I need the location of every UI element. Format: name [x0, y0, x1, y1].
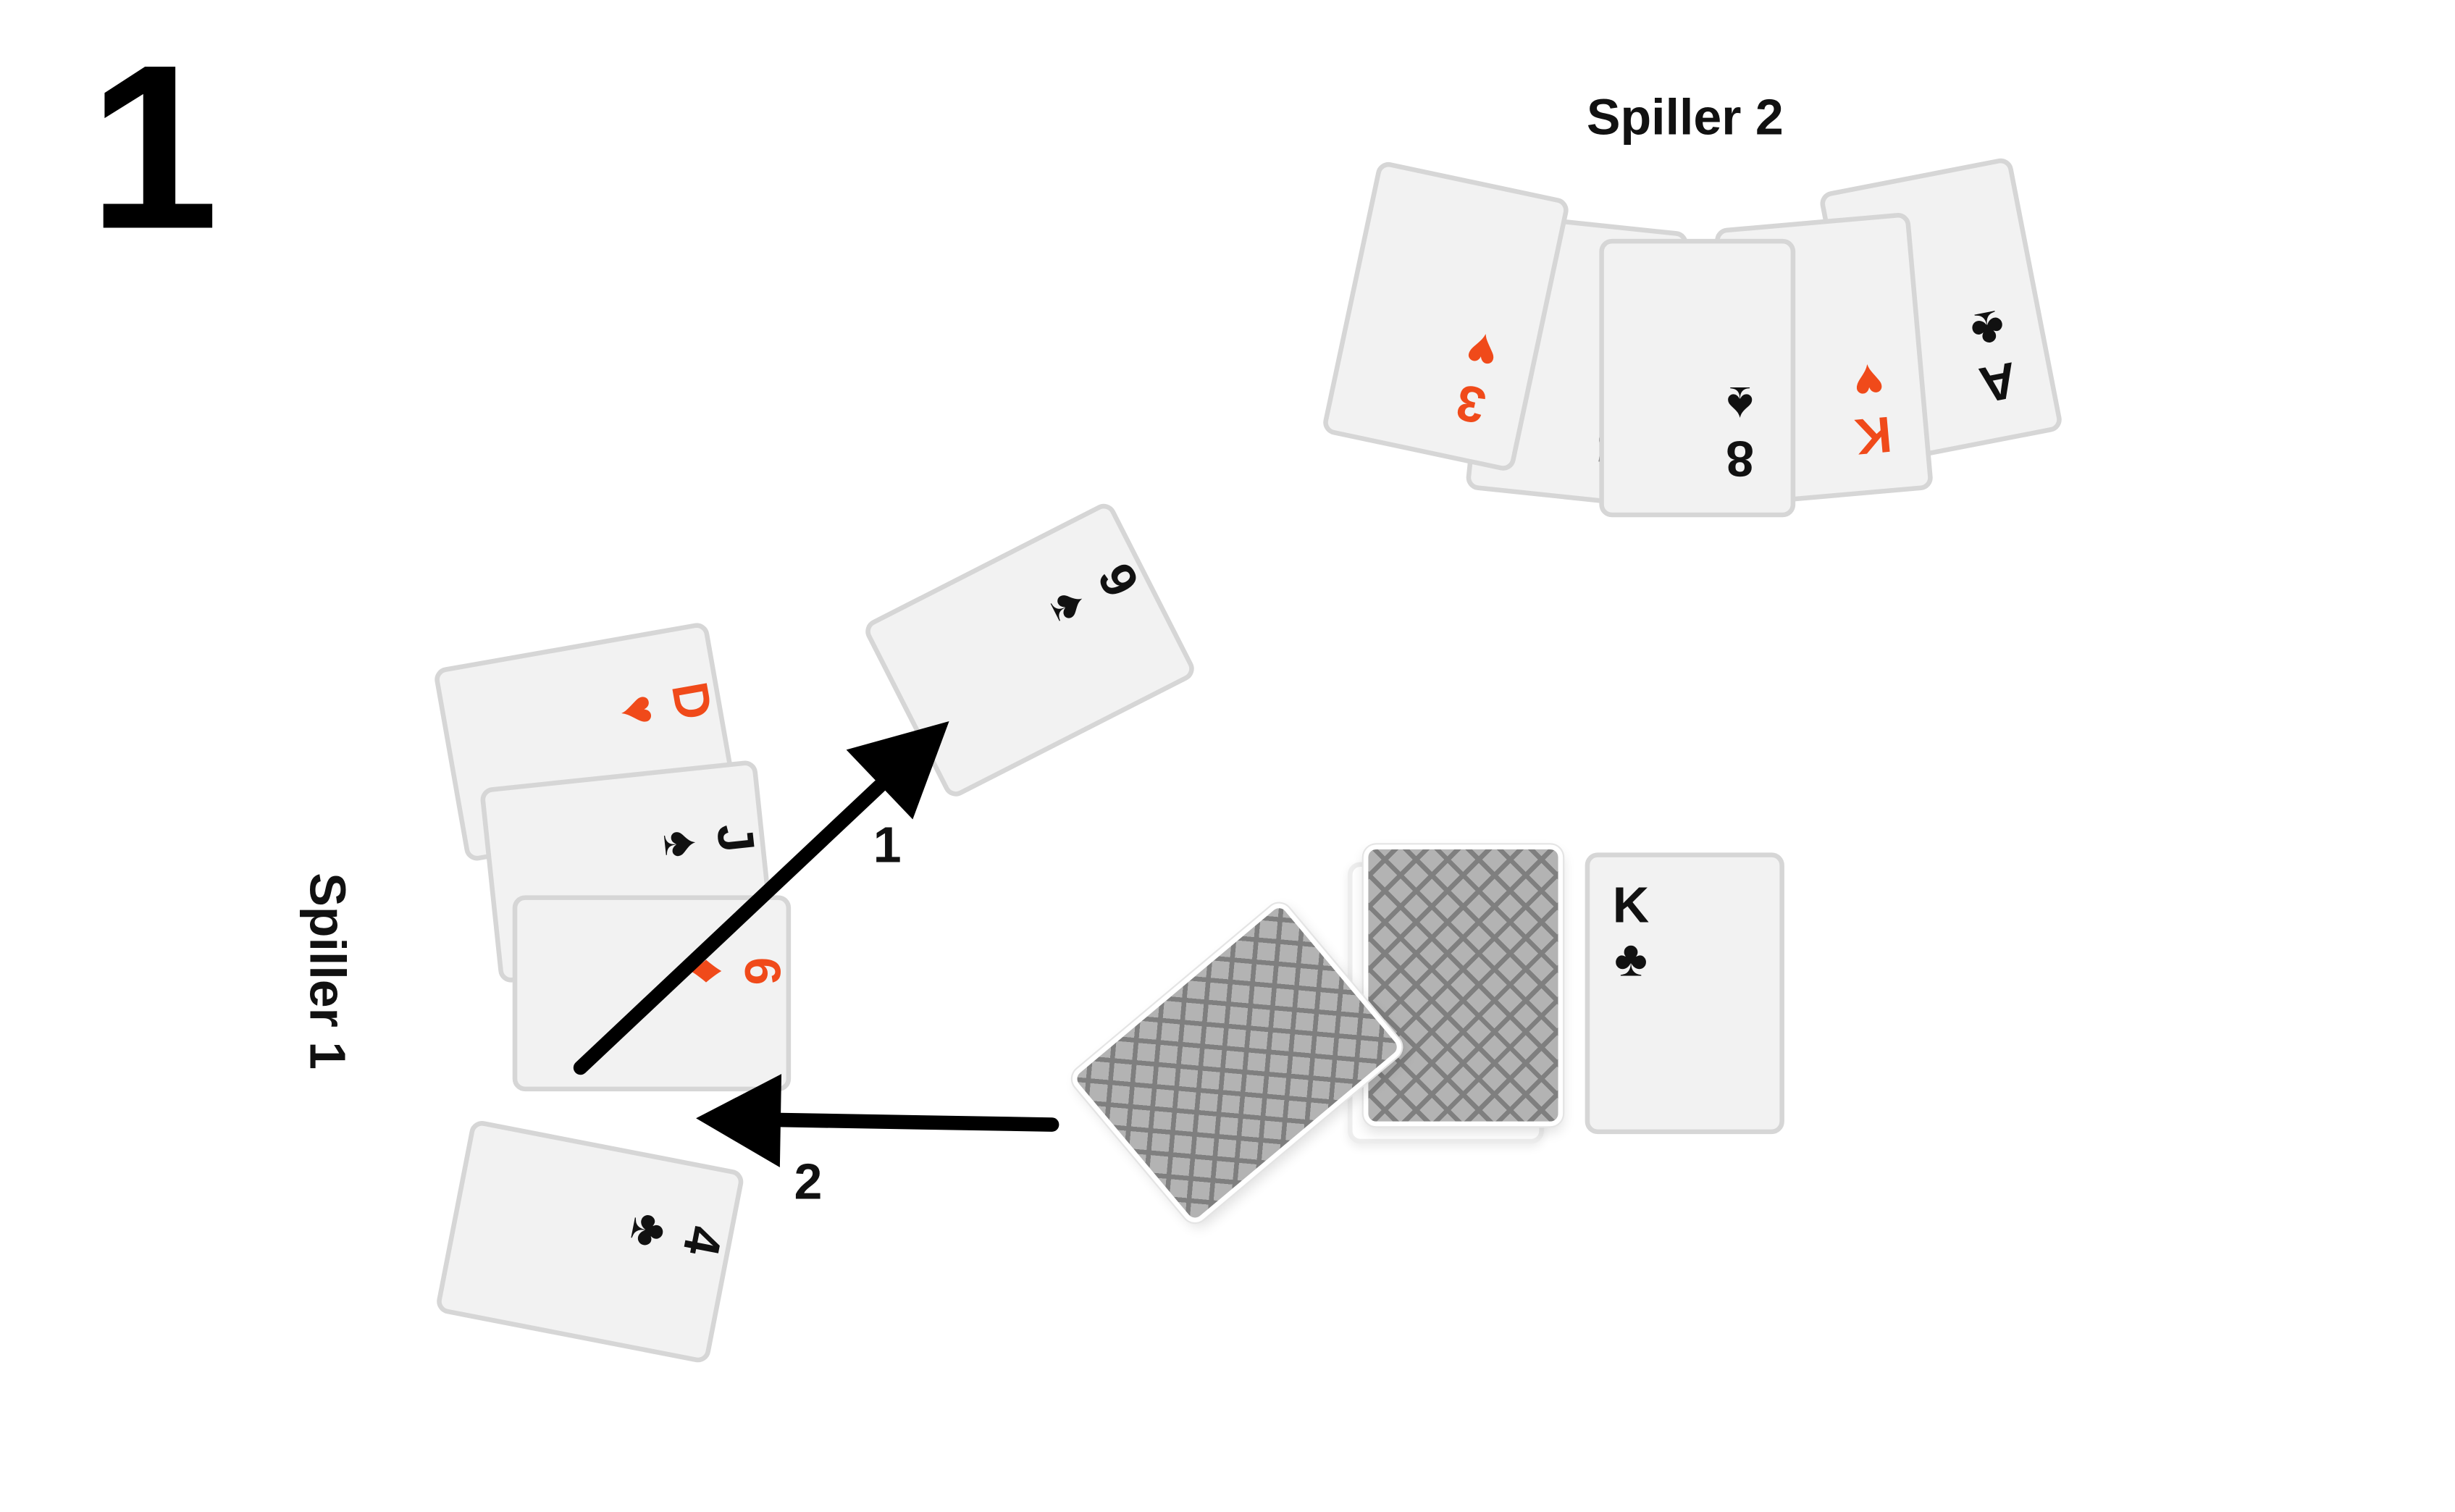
club-icon: ♣: [1614, 930, 1648, 988]
arrow-2-label: 2: [794, 1153, 823, 1210]
discard-pile-top[interactable]: K ♣: [1585, 852, 1784, 1135]
draw-pile[interactable]: [1363, 844, 1564, 1127]
arrow-2: [696, 1074, 1059, 1168]
arrow-1: [573, 721, 949, 1075]
arrow-1-label: 1: [873, 816, 902, 873]
player-2-card-3[interactable]: 8 ♠: [1599, 238, 1796, 518]
card-rank: K: [1612, 876, 1650, 933]
player-2-label: Spiller 2: [1586, 88, 1784, 146]
step-number: 1: [88, 17, 219, 279]
